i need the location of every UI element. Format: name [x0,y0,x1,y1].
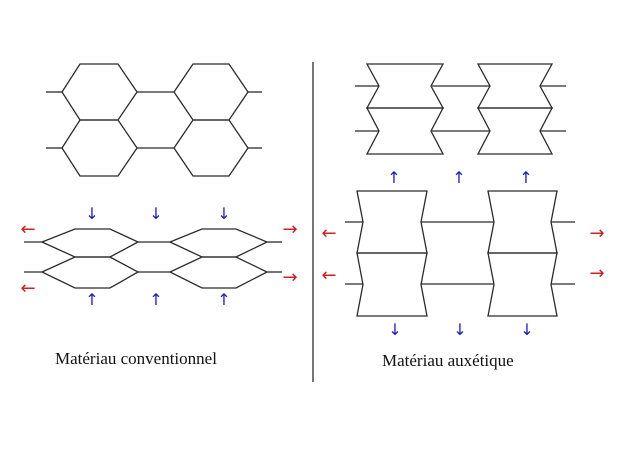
arrow-right-icon: → [282,267,298,288]
hexagon-cell-compressed [40,256,140,289]
hexagon-cell [61,63,138,121]
caption-auxetic: Matériau auxétique [382,351,514,370]
reentrant-cell [356,190,428,254]
hexagon-cell-compressed [168,228,269,258]
arrow-up-icon: ↑ [452,168,466,187]
caption-conventional: Matériau conventionnel [55,349,217,368]
hexagon-cell [173,63,249,121]
arrow-up-icon: ↑ [217,290,231,309]
reentrant-cell [487,252,558,317]
arrow-up-icon: ↑ [519,168,533,187]
arrow-left-icon: ← [321,223,337,244]
arrow-down-icon: ↓ [217,204,231,223]
arrow-left-icon: ← [20,278,36,299]
arrow-down-icon: ↓ [388,320,402,339]
arrow-left-icon: ← [20,219,36,240]
hexagon-cell-compressed [40,228,140,258]
arrow-left-icon: ← [321,265,337,286]
arrow-down-icon: ↓ [85,204,99,223]
arrow-right-icon: → [589,263,605,284]
arrow-up-icon: ↑ [387,168,401,187]
hexagon-cell [61,119,138,177]
arrow-up-icon: ↑ [149,290,163,309]
arrow-down-icon: ↓ [149,204,163,223]
hexagon-cell [173,119,249,177]
arrow-down-icon: ↓ [520,320,534,339]
arrow-down-icon: ↓ [453,320,467,339]
arrow-right-icon: → [282,219,298,240]
arrow-right-icon: → [589,223,605,244]
hexagon-cell-compressed [168,256,269,289]
arrow-up-icon: ↑ [85,290,99,309]
reentrant-cell [487,190,558,254]
reentrant-cell [356,252,428,317]
